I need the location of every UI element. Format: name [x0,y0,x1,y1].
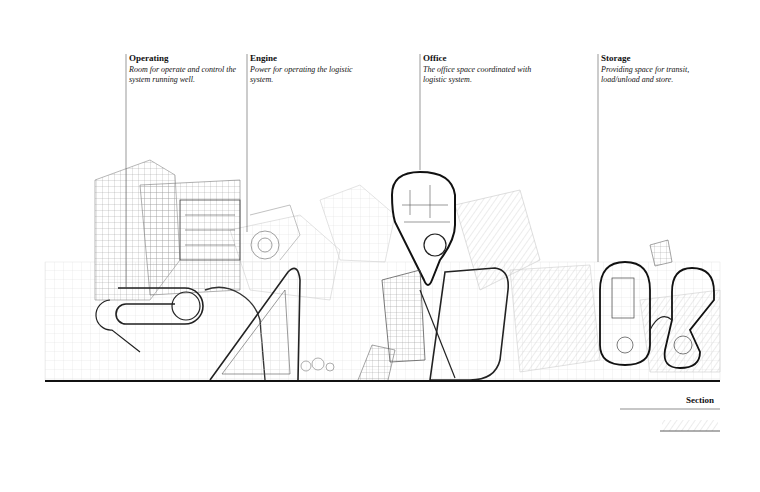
callout-text: Power for operating the logistic system. [250,65,354,85]
storage-rack [612,278,634,318]
key-ground [660,431,720,432]
background-volume [230,215,340,300]
operating-room [180,200,240,260]
tree [301,361,311,371]
title-rule [620,409,720,410]
engine-frame [250,205,300,260]
background-volume [510,265,600,372]
engine-wheel [258,238,272,252]
storage-drum [617,337,633,353]
office-partitions [402,185,450,222]
tree [312,358,324,370]
engine-track [210,268,300,380]
callout-heading: Operating [129,53,169,64]
callout-text: The office space coordinated with logist… [423,65,543,85]
callout-heading: Engine [250,53,277,64]
background-volume [640,290,720,372]
drawing-title: Section [686,395,714,406]
storage-capsule [600,262,650,365]
key-thumbnail [662,420,718,431]
leader-line [126,54,127,288]
office-capsule [392,172,455,285]
crane [650,240,672,266]
callout-heading: Storage [601,53,631,64]
office-core [424,234,446,256]
ground-line [45,380,720,382]
storage-capsule [665,268,714,368]
callout-text: Providing space for transit, load/unload… [601,65,716,85]
ramp [96,300,140,352]
callout-text: Room for operate and control the system … [129,65,241,85]
office-lower-shell [430,268,508,380]
storage-drum [674,336,692,354]
operating-track [116,288,203,324]
office-ramp [420,290,455,378]
storage-link [650,317,672,330]
leader-line [420,54,421,170]
floor-lines [185,215,235,245]
office-stair [382,270,425,362]
background-volume [320,185,395,262]
leader-line [598,54,599,262]
engine-wheel [251,231,279,259]
leader-line [247,54,248,232]
engine-body [222,290,290,374]
tree [326,363,334,371]
operating-cylinder [172,292,200,320]
operating-frame [140,180,240,295]
callout-heading: Office [423,53,446,64]
